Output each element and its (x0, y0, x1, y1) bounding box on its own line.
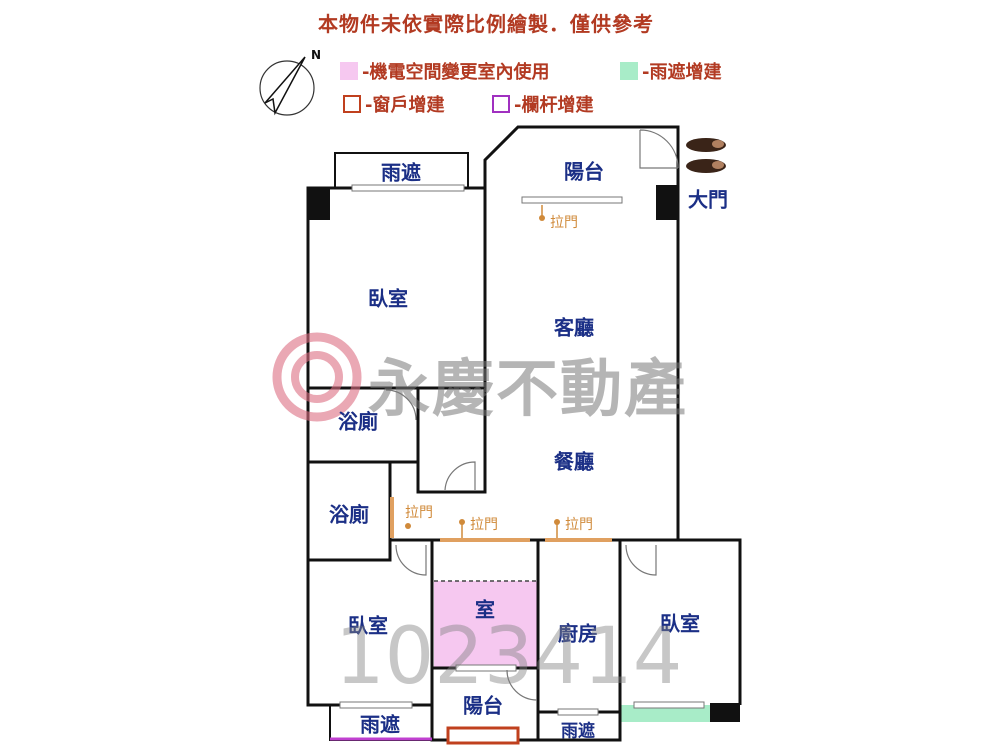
rain-cover-addition-fill (621, 705, 710, 722)
sliding-door-label: 拉門 (405, 505, 433, 521)
legend-item-rain-cover: -雨遮增建 (620, 58, 721, 84)
legend-swatch (492, 95, 510, 113)
room-bath-1: 浴廁 (338, 409, 378, 434)
brand-watermark: 永慶不動產 (368, 352, 689, 425)
room-balcony-bottom: 陽台 (463, 693, 503, 718)
room-kitchen: 廚房 (558, 621, 598, 646)
compass-icon: N (259, 48, 321, 116)
room-balcony-top: 陽台 (564, 159, 604, 184)
legend-swatch (340, 62, 358, 80)
room-living: 客廳 (554, 315, 594, 340)
room-converted: 室 (475, 597, 495, 622)
converted-room-fill (434, 581, 537, 667)
main-door-label: 大門 (688, 187, 728, 212)
legend-swatch (620, 62, 638, 80)
scale-disclaimer: 本物件未依實際比例繪製．僅供參考 (318, 12, 654, 36)
room-dining: 餐廳 (554, 449, 594, 474)
room-bedroom-nw: 臥室 (368, 286, 408, 311)
legend-item-railing: -欄杆增建 (492, 91, 593, 117)
room-rain-cover-sw: 雨遮 (360, 712, 400, 737)
room-bedroom-sw: 臥室 (348, 613, 388, 638)
room-bedroom-se: 臥室 (660, 611, 700, 636)
sliding-door-label: 拉門 (565, 517, 593, 533)
sliding-door-label: 拉門 (470, 517, 498, 533)
legend-item-converted: -機電空間變更室內使用 (340, 58, 549, 84)
window-addition (446, 726, 520, 745)
listing-id-watermark: 1023414 (335, 612, 683, 702)
legend-swatch (343, 95, 361, 113)
sliding-door-label: 拉門 (550, 215, 578, 231)
room-rain-cover-top: 雨遮 (381, 160, 421, 185)
legend-item-window: -窗戶增建 (343, 91, 444, 117)
room-bath-2: 浴廁 (329, 502, 369, 527)
room-rain-cover-bottom: 雨遮 (561, 721, 595, 742)
shoes-icon (686, 138, 726, 173)
svg-text:N: N (311, 48, 321, 62)
brand-logo-icon (272, 332, 362, 422)
